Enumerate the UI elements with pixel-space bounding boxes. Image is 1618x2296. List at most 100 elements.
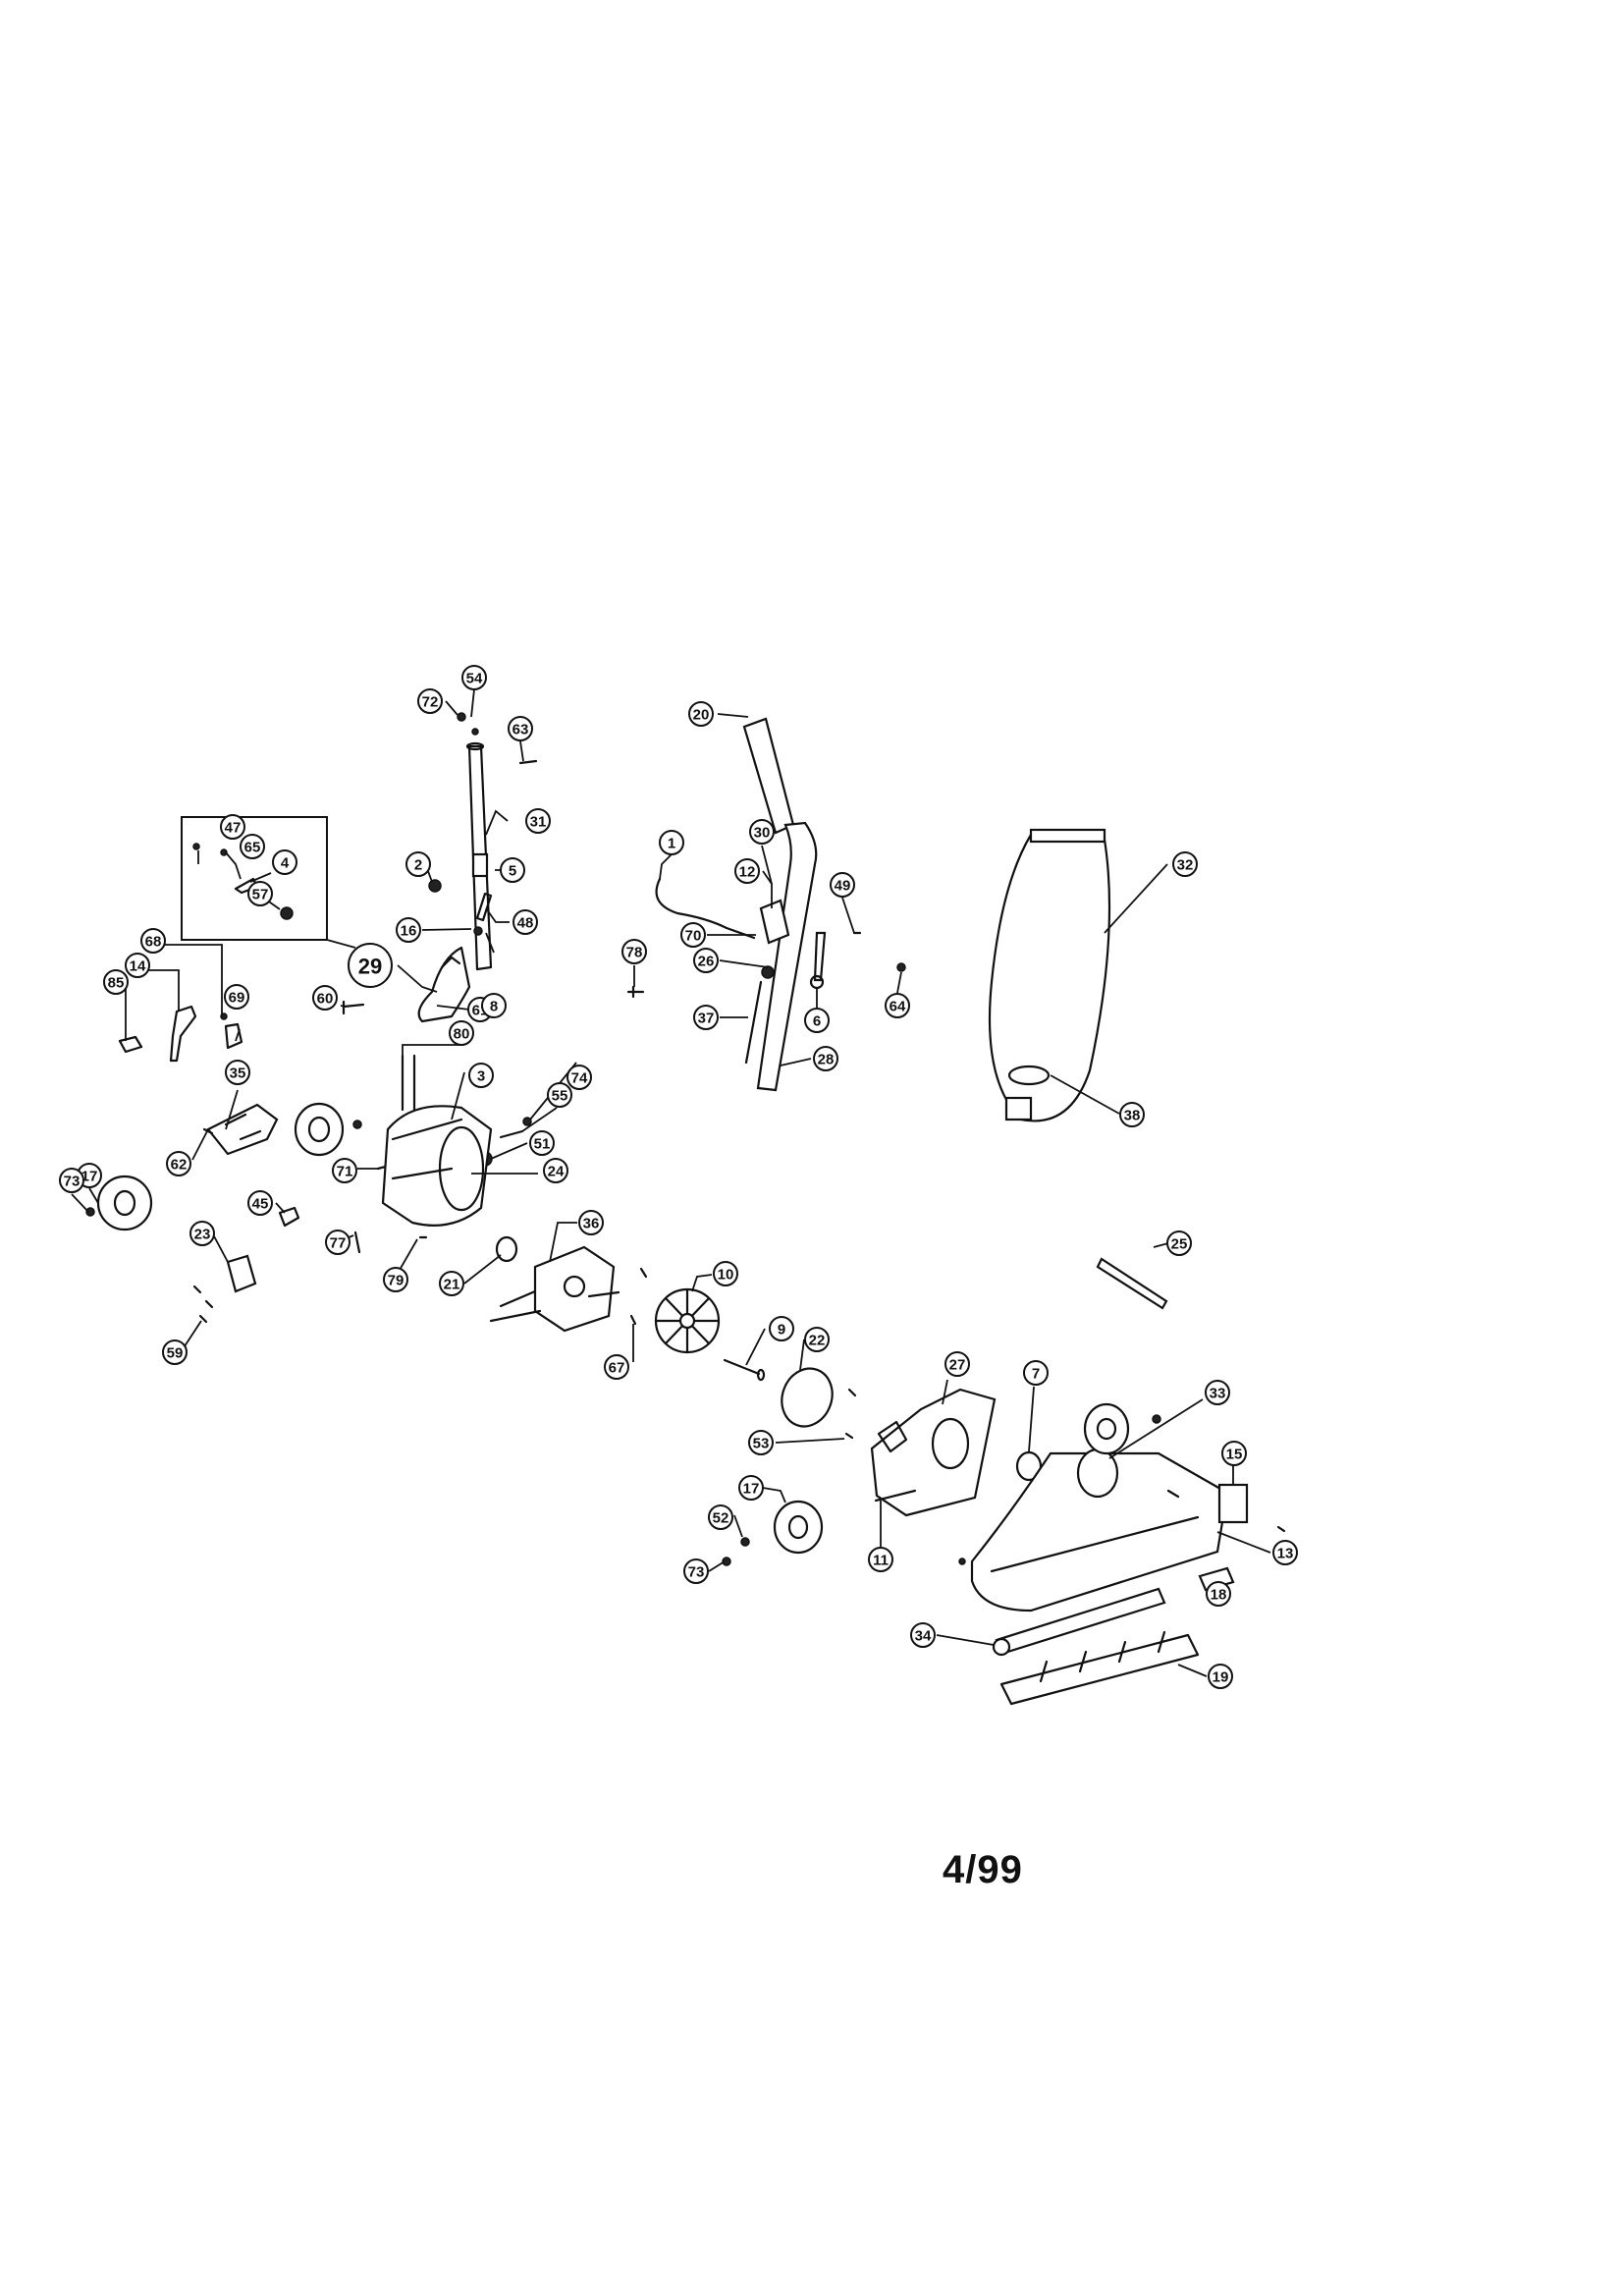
switch-bracket <box>206 1103 279 1156</box>
callout-73: 73 <box>59 1168 84 1193</box>
screw-icon <box>85 1207 95 1217</box>
callout-number: 64 <box>890 999 906 1015</box>
callout-16: 16 <box>396 917 421 943</box>
callout-circle <box>1208 1664 1233 1689</box>
callout-circle <box>59 1168 84 1193</box>
callout-circle <box>162 1339 188 1365</box>
callout-number: 17 <box>81 1169 98 1185</box>
bolt-icon <box>813 931 827 982</box>
callout-60: 60 <box>312 985 338 1011</box>
callout-circle <box>868 1547 893 1572</box>
screw-icon <box>353 1230 361 1254</box>
callout-number: 47 <box>225 820 242 837</box>
callout-number: 2 <box>414 857 422 874</box>
callout-number: 73 <box>64 1174 81 1190</box>
callout-circle <box>804 1327 830 1352</box>
callout-circle <box>621 939 647 964</box>
callout-circle <box>944 1351 970 1377</box>
callout-52: 52 <box>708 1504 733 1530</box>
callout-circle <box>189 1221 215 1246</box>
handle-lever <box>417 946 471 1023</box>
callout-number: 23 <box>194 1227 211 1243</box>
callout-circle <box>680 922 706 948</box>
callout-circle <box>240 834 265 859</box>
pedal-lever <box>169 1005 197 1063</box>
screw-icon <box>626 985 645 999</box>
callout-number: 57 <box>252 887 269 903</box>
callout-number: 71 <box>337 1164 353 1180</box>
callout-17: 17 <box>77 1163 102 1188</box>
callout-circle <box>738 1475 764 1501</box>
callout-53: 53 <box>748 1430 774 1455</box>
screw-set <box>192 1285 214 1324</box>
callout-20: 20 <box>688 701 714 727</box>
callout-number: 68 <box>145 934 162 951</box>
callout-35: 35 <box>225 1060 250 1085</box>
callout-circle <box>417 688 443 714</box>
callout-circle <box>910 1622 936 1648</box>
callout-number: 33 <box>1210 1386 1226 1402</box>
callout-number: 31 <box>530 814 547 831</box>
callout-number: 74 <box>571 1070 588 1087</box>
callout-48: 48 <box>512 909 538 935</box>
callout-68: 68 <box>140 928 166 954</box>
callout-64: 64 <box>885 993 910 1018</box>
callout-number: 16 <box>401 923 417 940</box>
callout-67: 67 <box>604 1354 629 1380</box>
screw-icon <box>522 1117 532 1126</box>
lower-handle-tube <box>756 821 818 1092</box>
callout-number: 13 <box>1277 1546 1294 1562</box>
callout-number: 22 <box>809 1333 826 1349</box>
callout-circle <box>1166 1230 1192 1256</box>
callout-number: 3 <box>477 1068 485 1085</box>
callout-63: 63 <box>508 716 533 741</box>
callout-circle <box>713 1261 738 1286</box>
switch-box <box>759 899 790 945</box>
callout-circle <box>748 1430 774 1455</box>
screw-set <box>629 1267 648 1326</box>
rod-icon <box>401 1054 416 1117</box>
callout-circle <box>525 808 551 834</box>
callout-number: 63 <box>512 722 529 738</box>
callout-number: 24 <box>548 1164 565 1180</box>
callout-85: 85 <box>103 969 129 995</box>
callout-number: 21 <box>444 1277 460 1293</box>
callout-number: 60 <box>317 991 334 1008</box>
callout-number: 19 <box>1213 1669 1229 1686</box>
callout-circle <box>1206 1581 1231 1607</box>
callout-54: 54 <box>461 665 487 690</box>
callout-31: 31 <box>525 808 551 834</box>
callout-circle <box>461 665 487 690</box>
callout-circle <box>405 851 431 877</box>
callout-38: 38 <box>1119 1102 1145 1127</box>
callout-circle <box>140 928 166 954</box>
callout-circle <box>348 943 393 988</box>
callout-circle <box>659 830 684 855</box>
callout-circle <box>449 1020 474 1046</box>
callout-number: 7 <box>1032 1366 1040 1383</box>
callout-circle <box>439 1271 464 1296</box>
callout-2: 2 <box>405 851 431 877</box>
callout-49: 49 <box>830 872 855 898</box>
callout-circle <box>224 984 249 1010</box>
callout-circle <box>383 1267 408 1292</box>
callout-number: 52 <box>713 1510 729 1527</box>
screw-icon <box>1166 1489 1180 1499</box>
lever-clip <box>440 956 461 969</box>
date-code: 4/99 <box>943 1848 1023 1891</box>
callout-number: 18 <box>1211 1587 1227 1604</box>
callout-circle <box>166 1151 191 1176</box>
callout-62: 62 <box>166 1151 191 1176</box>
callout-circle <box>769 1316 794 1341</box>
callout-number: 4 <box>281 855 290 872</box>
nozzle-base <box>970 1448 1229 1613</box>
screw-icon <box>457 712 466 722</box>
callout-number: 53 <box>753 1436 770 1452</box>
callout-number: 70 <box>685 928 702 945</box>
handle-grip <box>742 717 795 835</box>
callout-circle <box>529 1130 555 1156</box>
callout-circle <box>272 849 297 875</box>
callout-number: 80 <box>454 1026 470 1043</box>
impeller-left <box>294 1102 345 1157</box>
callout-number: 5 <box>509 863 516 880</box>
